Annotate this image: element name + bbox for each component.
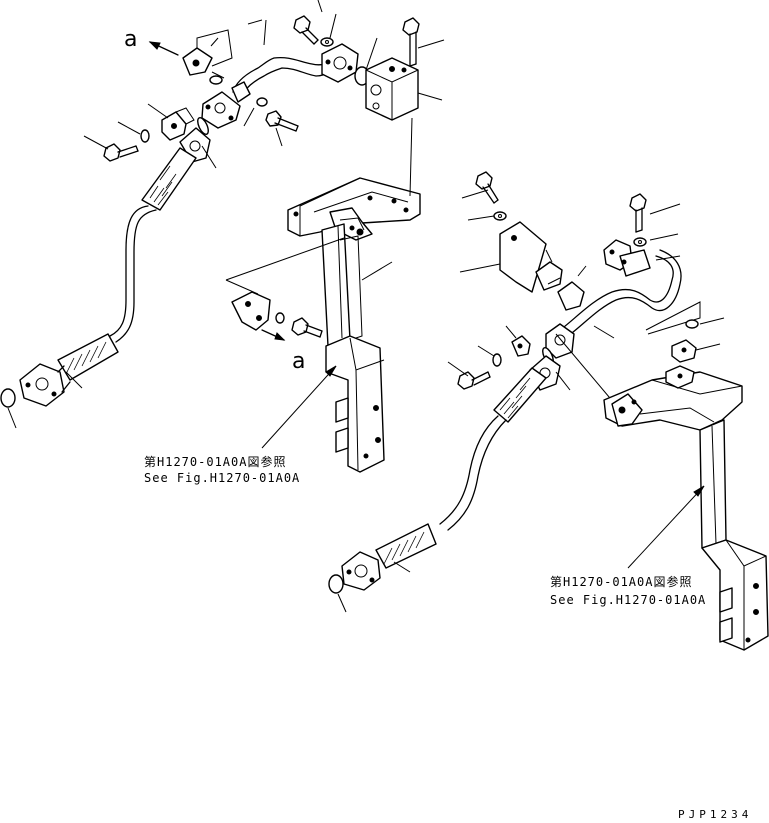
bracket-frame-right	[555, 333, 769, 651]
hose-fitting-upper	[141, 127, 217, 211]
leader-lines-left-top	[210, 0, 445, 147]
hose-fitting-right-upper	[493, 355, 571, 423]
bolt-upper-right	[629, 193, 681, 261]
clamp-top-left	[182, 29, 233, 76]
left-assembly: a	[0, 0, 445, 485]
cover-plate	[459, 221, 547, 293]
bolt-set-left	[83, 103, 195, 162]
bolt-top-right-pipe	[293, 15, 334, 47]
clamps-right	[535, 249, 587, 311]
reference-left-jp: 第H1270-01A0A図参照	[144, 454, 286, 469]
o-ring-bottom-right	[328, 574, 344, 594]
washer-set-left	[256, 97, 299, 132]
small-parts-right	[645, 301, 725, 363]
drawing-code: PJP1234	[678, 808, 752, 821]
tube-upper-left	[201, 43, 359, 129]
bolt-set-right	[447, 325, 531, 390]
o-ring	[209, 75, 223, 85]
tube-right	[545, 239, 682, 359]
o-ring-hose-end	[197, 116, 209, 136]
o-ring-bottom-left	[0, 388, 16, 408]
reference-right-en: See Fig.H1270-01A0A	[550, 593, 706, 607]
hose-right	[328, 415, 507, 613]
reference-left-en: See Fig.H1270-01A0A	[144, 471, 300, 485]
hose-left	[0, 205, 157, 429]
reference-right-jp: 第H1270-01A0A図参照	[550, 574, 692, 589]
view-label-a-top: a	[124, 27, 137, 52]
valve-block	[365, 17, 420, 121]
right-assembly: 第H1270-01A0A図参照 See Fig.H1270-01A0A	[328, 171, 769, 651]
reference-right: 第H1270-01A0A図参照 See Fig.H1270-01A0A	[550, 485, 706, 607]
view-label-a-bottom: a	[292, 349, 305, 374]
bracket-frame-left	[287, 117, 421, 473]
view-arrow-top	[148, 41, 179, 56]
bolt-top-right	[461, 171, 507, 221]
reference-left: 第H1270-01A0A図参照 See Fig.H1270-01A0A	[144, 365, 337, 485]
view-a-bottom-callout: a	[225, 237, 345, 374]
